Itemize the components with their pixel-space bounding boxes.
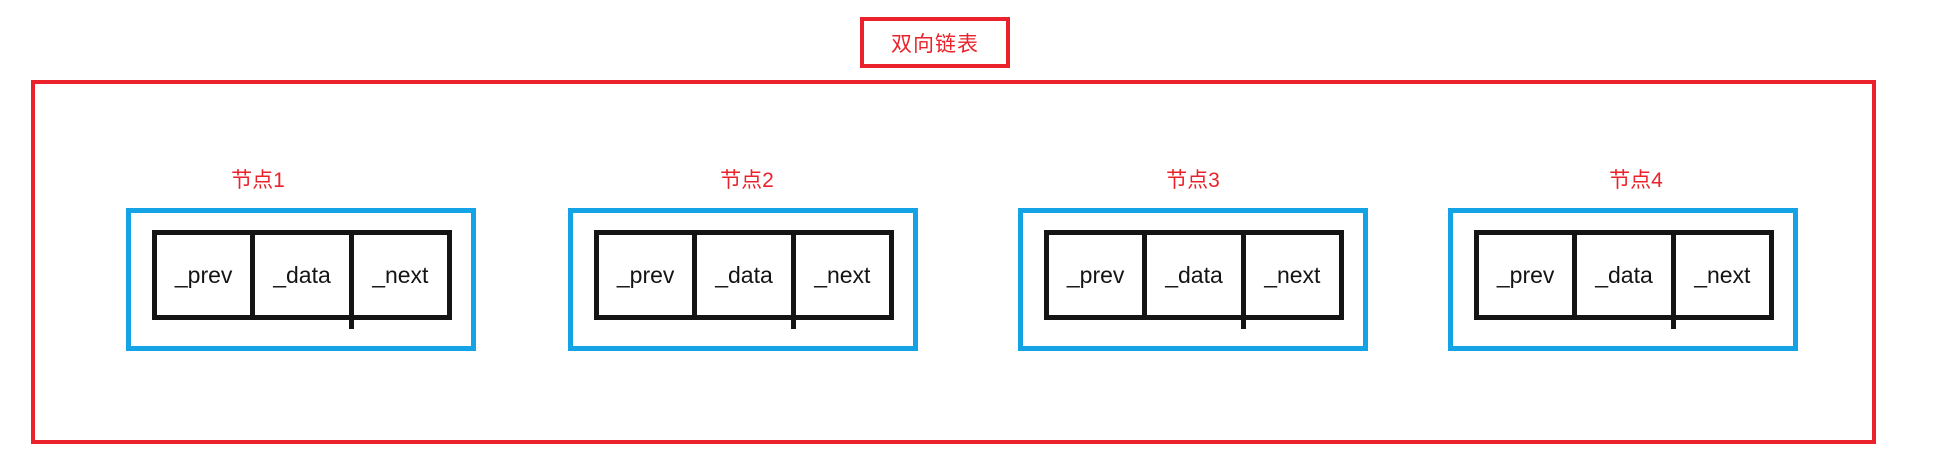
node-4-next-cell: _next bbox=[1670, 235, 1769, 315]
node-4-prev-cell: _prev bbox=[1496, 261, 1555, 288]
divider-overshoot-tick bbox=[349, 315, 354, 329]
node-1: 节点1 _prev _data _next bbox=[126, 169, 476, 351]
node-3-prev-cell: _prev bbox=[1066, 261, 1125, 288]
node-2: 节点2 _prev _data _next bbox=[568, 169, 918, 351]
node-4-record: _prev _data _next bbox=[1474, 230, 1774, 329]
node-2-label: 节点2 bbox=[720, 169, 774, 192]
node-3-next-cell: _next bbox=[1240, 235, 1339, 315]
node-3: 节点3 _prev _data _next bbox=[1018, 169, 1368, 351]
diagram-title: 双向链表 bbox=[891, 32, 979, 56]
node-2-data-cell: _data bbox=[692, 235, 790, 315]
diagram-title-box: 双向链表 bbox=[860, 17, 1010, 68]
divider-overshoot-tick bbox=[791, 315, 796, 329]
node-2-next-cell: _next bbox=[790, 235, 889, 315]
node-1-prev-cell: _prev bbox=[174, 261, 233, 288]
divider-overshoot-tick bbox=[1241, 315, 1246, 329]
node-1-label: 节点1 bbox=[231, 169, 285, 192]
node-3-label: 节点3 bbox=[1166, 169, 1220, 192]
node-4-label: 节点4 bbox=[1609, 169, 1663, 192]
node-1-next-cell: _next bbox=[348, 235, 447, 315]
linked-list-container-rect bbox=[31, 80, 1876, 444]
node-2-record: _prev _data _next bbox=[594, 230, 894, 329]
node-2-prev-cell: _prev bbox=[616, 261, 675, 288]
node-4-data-cell: _data bbox=[1572, 235, 1670, 315]
node-4: 节点4 _prev _data _next bbox=[1448, 169, 1798, 351]
node-3-record: _prev _data _next bbox=[1044, 230, 1344, 329]
node-3-data-cell: _data bbox=[1142, 235, 1240, 315]
node-1-record: _prev _data _next bbox=[152, 230, 452, 329]
divider-overshoot-tick bbox=[1671, 315, 1676, 329]
node-1-data-cell: _data bbox=[250, 235, 348, 315]
